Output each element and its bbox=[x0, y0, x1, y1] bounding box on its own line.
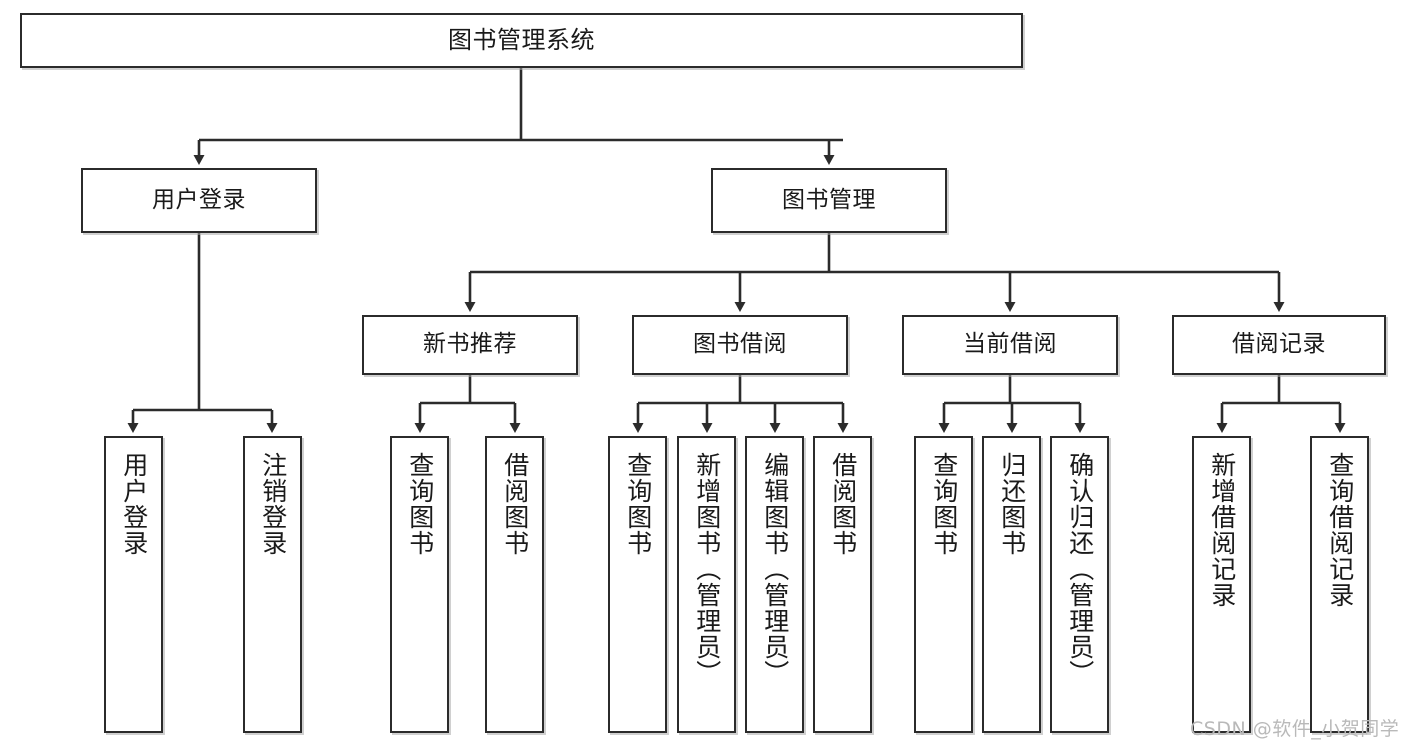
node-book-borrow[interactable]: 图书借阅 bbox=[632, 315, 848, 375]
leaf-book-borrow-add[interactable]: 新增图书（管理员） bbox=[677, 436, 736, 733]
node-root-system[interactable]: 图书管理系统 bbox=[20, 13, 1023, 68]
node-current-borrow[interactable]: 当前借阅 bbox=[902, 315, 1118, 375]
node-label: 用户登录 bbox=[152, 186, 246, 213]
node-book-management[interactable]: 图书管理 bbox=[711, 168, 947, 233]
node-label: 用户登录 bbox=[119, 452, 149, 556]
node-label: 查询图书 bbox=[623, 452, 653, 556]
node-label: 查询图书 bbox=[929, 452, 959, 556]
node-new-book-recommend[interactable]: 新书推荐 bbox=[362, 315, 578, 375]
leaf-current-borrow-confirm-return[interactable]: 确认归还（管理员） bbox=[1050, 436, 1109, 733]
node-label: 归还图书 bbox=[997, 452, 1027, 556]
node-label: 查询借阅记录 bbox=[1325, 452, 1355, 608]
leaf-user-login-login[interactable]: 用户登录 bbox=[104, 436, 163, 733]
leaf-new-book-query[interactable]: 查询图书 bbox=[390, 436, 449, 733]
node-label: 借阅记录 bbox=[1232, 331, 1326, 358]
leaf-borrow-record-query[interactable]: 查询借阅记录 bbox=[1310, 436, 1369, 733]
node-label: 查询图书 bbox=[405, 452, 435, 556]
node-label: 图书管理 bbox=[782, 186, 876, 213]
node-label: 确认归还（管理员） bbox=[1065, 452, 1095, 686]
node-label: 图书借阅 bbox=[693, 331, 787, 358]
node-label: 借阅图书 bbox=[500, 452, 530, 556]
leaf-current-borrow-return[interactable]: 归还图书 bbox=[982, 436, 1041, 733]
csdn-watermark: CSDN @软件_小贺同学 bbox=[1190, 718, 1400, 740]
node-label: 编辑图书（管理员） bbox=[760, 452, 790, 686]
node-label: 新书推荐 bbox=[423, 331, 517, 358]
leaf-user-login-logout[interactable]: 注销登录 bbox=[243, 436, 302, 733]
node-label: 注销登录 bbox=[258, 452, 288, 556]
leaf-book-borrow-borrow[interactable]: 借阅图书 bbox=[813, 436, 872, 733]
leaf-borrow-record-add[interactable]: 新增借阅记录 bbox=[1192, 436, 1251, 733]
node-label: 新增借阅记录 bbox=[1207, 452, 1237, 608]
node-label: 图书管理系统 bbox=[448, 26, 595, 55]
leaf-current-borrow-query[interactable]: 查询图书 bbox=[914, 436, 973, 733]
node-label: 借阅图书 bbox=[828, 452, 858, 556]
node-label: 当前借阅 bbox=[963, 331, 1057, 358]
leaf-new-book-borrow[interactable]: 借阅图书 bbox=[485, 436, 544, 733]
node-borrow-record[interactable]: 借阅记录 bbox=[1172, 315, 1386, 375]
node-user-login[interactable]: 用户登录 bbox=[81, 168, 317, 233]
node-label: 新增图书（管理员） bbox=[692, 452, 722, 686]
leaf-book-borrow-edit[interactable]: 编辑图书（管理员） bbox=[745, 436, 804, 733]
leaf-book-borrow-query[interactable]: 查询图书 bbox=[608, 436, 667, 733]
